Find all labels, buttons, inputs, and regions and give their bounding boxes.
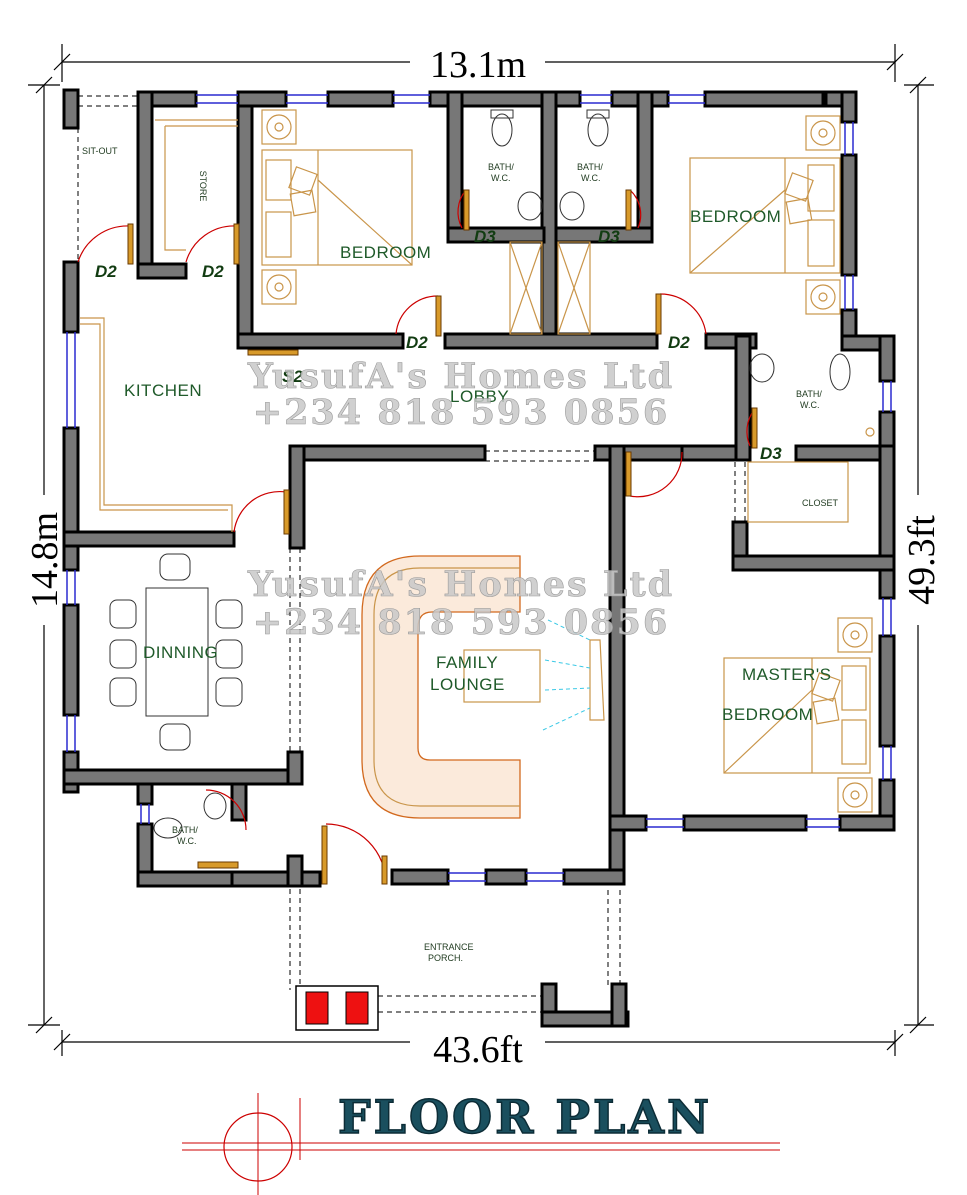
dimension-left: 14.8m — [24, 512, 66, 608]
door-tag-s2-kitchen: S2 — [282, 367, 303, 386]
bedroom-2-furniture — [689, 115, 841, 315]
dimension-right: 49.3ft — [901, 515, 943, 605]
room-label-bedroom-1: BEDROOM — [340, 243, 431, 262]
door-tag-d2-store: D2 — [202, 262, 224, 281]
windows — [66, 94, 892, 882]
walls — [62, 88, 896, 1028]
room-label-bedroom-2: BEDROOM — [690, 207, 781, 226]
watermark-phone-middle: +234 818 593 0856 — [253, 602, 669, 643]
room-label-bath-4a: BATH/ — [172, 825, 198, 835]
room-label-bath-4b: W.C. — [177, 836, 197, 846]
title-block — [182, 1093, 780, 1195]
dimension-bottom: 43.6ft — [433, 1029, 523, 1071]
room-label-bath-1a: BATH/ — [488, 162, 514, 172]
room-label-dinning: DINNING — [143, 643, 218, 662]
room-label-lobby: LOBBY — [450, 387, 509, 406]
room-label-kitchen: KITCHEN — [124, 381, 202, 400]
drawing-title: FLOOR PLAN — [338, 1090, 712, 1144]
room-label-closet: CLOSET — [802, 498, 839, 508]
dimension-top: 13.1m — [430, 44, 526, 86]
doors — [77, 189, 758, 885]
room-label-masters-2: BEDROOM — [722, 705, 813, 724]
room-label-bath-2b: W.C. — [581, 173, 601, 183]
door-tag-d2-sitout: D2 — [95, 262, 117, 281]
door-tag-d2-bedroom-1: D2 — [406, 333, 428, 352]
room-label-bath-2a: BATH/ — [577, 162, 603, 172]
master-bedroom-furniture — [723, 617, 873, 813]
door-tag-d2-bedroom-2: D2 — [668, 333, 690, 352]
dashed-outlines — [77, 95, 746, 1013]
room-label-masters-1: MASTER'S — [742, 665, 831, 684]
room-label-porch-1: ENTRANCE — [424, 942, 474, 952]
door-tag-d3-bath-2: D3 — [598, 227, 620, 246]
family-lounge-sofa — [361, 555, 605, 819]
watermark-company-top: YusufA's Homes Ltd — [247, 356, 674, 397]
room-label-porch-2: PORCH. — [428, 953, 463, 963]
room-label-store: STORE — [198, 171, 208, 202]
door-tag-d3-bath-1: D3 — [474, 227, 496, 246]
watermark-company-middle: YusufA's Homes Ltd — [247, 564, 674, 605]
bath-fixtures — [153, 109, 875, 839]
kitchen-counters — [80, 119, 238, 532]
room-label-bath-3a: BATH/ — [796, 389, 822, 399]
watermark-phone-top: +234 818 593 0856 — [253, 392, 669, 433]
dimension-lines — [28, 44, 934, 1056]
dining-set — [109, 553, 243, 751]
room-label-family-lounge-1: FAMILY — [436, 653, 498, 672]
bedroom-1-furniture — [261, 109, 413, 305]
room-label-bath-3b: W.C. — [800, 400, 820, 410]
porch-planters — [295, 985, 379, 1031]
door-tag-d3-bath-3: D3 — [760, 444, 782, 463]
room-label-bath-1b: W.C. — [491, 173, 511, 183]
room-label-sitout: SIT-OUT — [82, 146, 118, 156]
room-label-family-lounge-2: LOUNGE — [430, 675, 505, 694]
